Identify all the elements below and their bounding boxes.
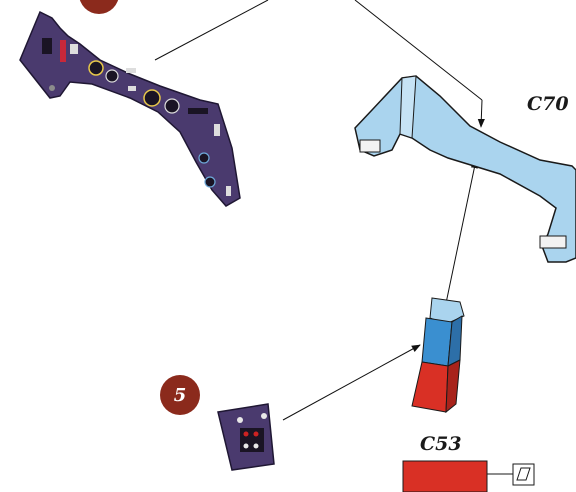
gauge-icon <box>105 69 119 83</box>
paint-finish-icon <box>512 463 535 486</box>
gauge-icon <box>143 89 161 107</box>
gauge-icon <box>198 152 210 164</box>
block-part-c53 <box>411 297 465 414</box>
step-badge-5 <box>160 375 200 415</box>
part-label-c70: C70 <box>527 93 569 115</box>
part-label-c53: C53 <box>420 433 462 455</box>
bracket-part-c70 <box>354 75 576 263</box>
leader-lines <box>154 0 485 421</box>
gauge-icon <box>204 176 216 188</box>
gauge-icon <box>88 60 104 76</box>
instrument-panel <box>19 10 241 207</box>
step-number: 5 <box>174 385 187 406</box>
small-panel-component <box>217 403 275 471</box>
paint-swatch-red <box>402 460 488 492</box>
gauge-icon <box>164 98 180 114</box>
step-badge-previous <box>79 0 119 14</box>
